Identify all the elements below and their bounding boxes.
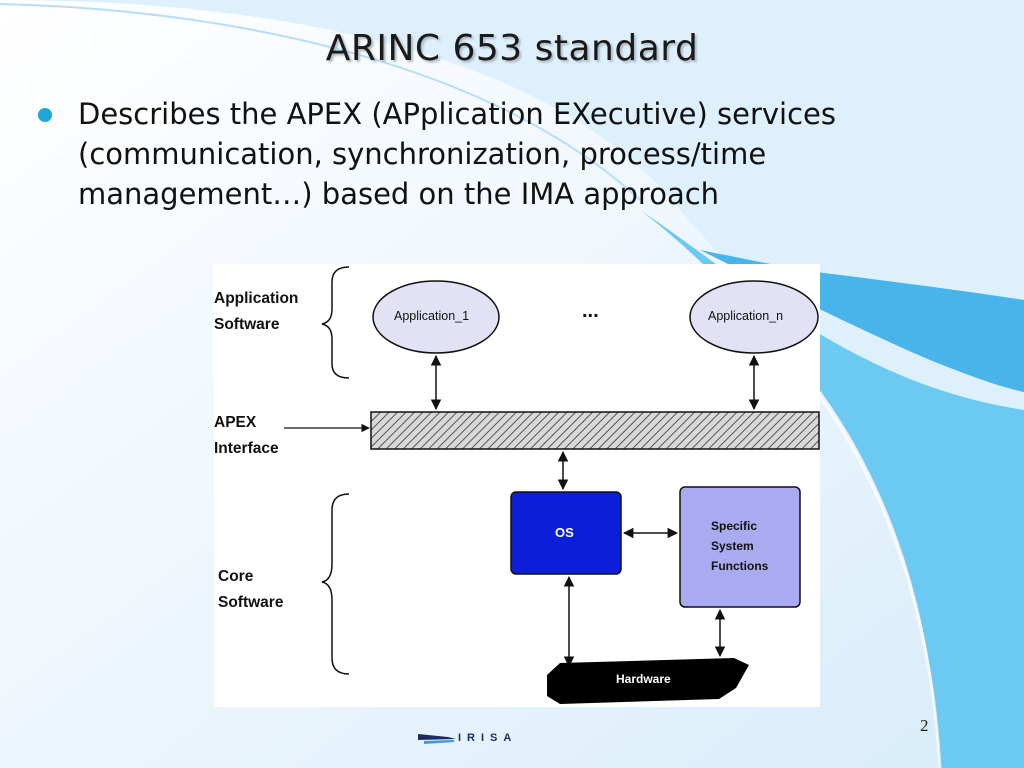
specific-system-functions-node [679,486,801,608]
apex-interface-bar [370,411,820,450]
application-software-label: Application Software [214,286,298,338]
label-line: Core [218,568,254,585]
application-brace [321,266,350,379]
logo-text: IRISA [458,732,518,744]
label-line: Software [214,316,280,333]
label-line: Software [218,594,284,611]
label-line: Specific [711,519,758,533]
bullet-line: (communication, synchronization, process… [78,137,767,171]
hardware-node [547,658,749,704]
os-node [510,491,622,575]
ellipsis-label: ... [582,300,599,322]
slide-title: ARINC 653 standard [325,28,699,69]
bullet-line: Describes the APEX (APplication EXecutiv… [78,97,836,131]
bullet-text: Describes the APEX (APplication EXecutiv… [78,94,978,214]
os-label: OS [555,525,574,540]
application-1-node [372,280,500,354]
irisa-logo-icon [418,734,456,744]
hardware-label: Hardware [616,672,671,686]
page-number: 2 [920,716,929,735]
label-line: Functions [711,559,769,573]
label-line: Application [214,290,299,307]
bullet-icon [38,108,52,122]
bullet-line: management…) based on the IMA approach [78,177,720,211]
core-software-label: Core Software [218,564,283,616]
specific-system-functions-label: Specific System Functions [711,516,768,576]
label-line: Interface [214,440,279,457]
application-1-label: Application_1 [394,309,470,323]
label-line: System [711,539,754,553]
application-n-label: Application_n [708,309,784,323]
core-brace [321,493,350,675]
label-line: APEX [214,414,257,431]
apex-interface-label: APEX Interface [214,410,279,462]
diagram-canvas [284,266,820,704]
arinc-architecture-diagram: Application Software APEX Interface Core… [214,264,820,707]
application-n-node [689,280,819,354]
